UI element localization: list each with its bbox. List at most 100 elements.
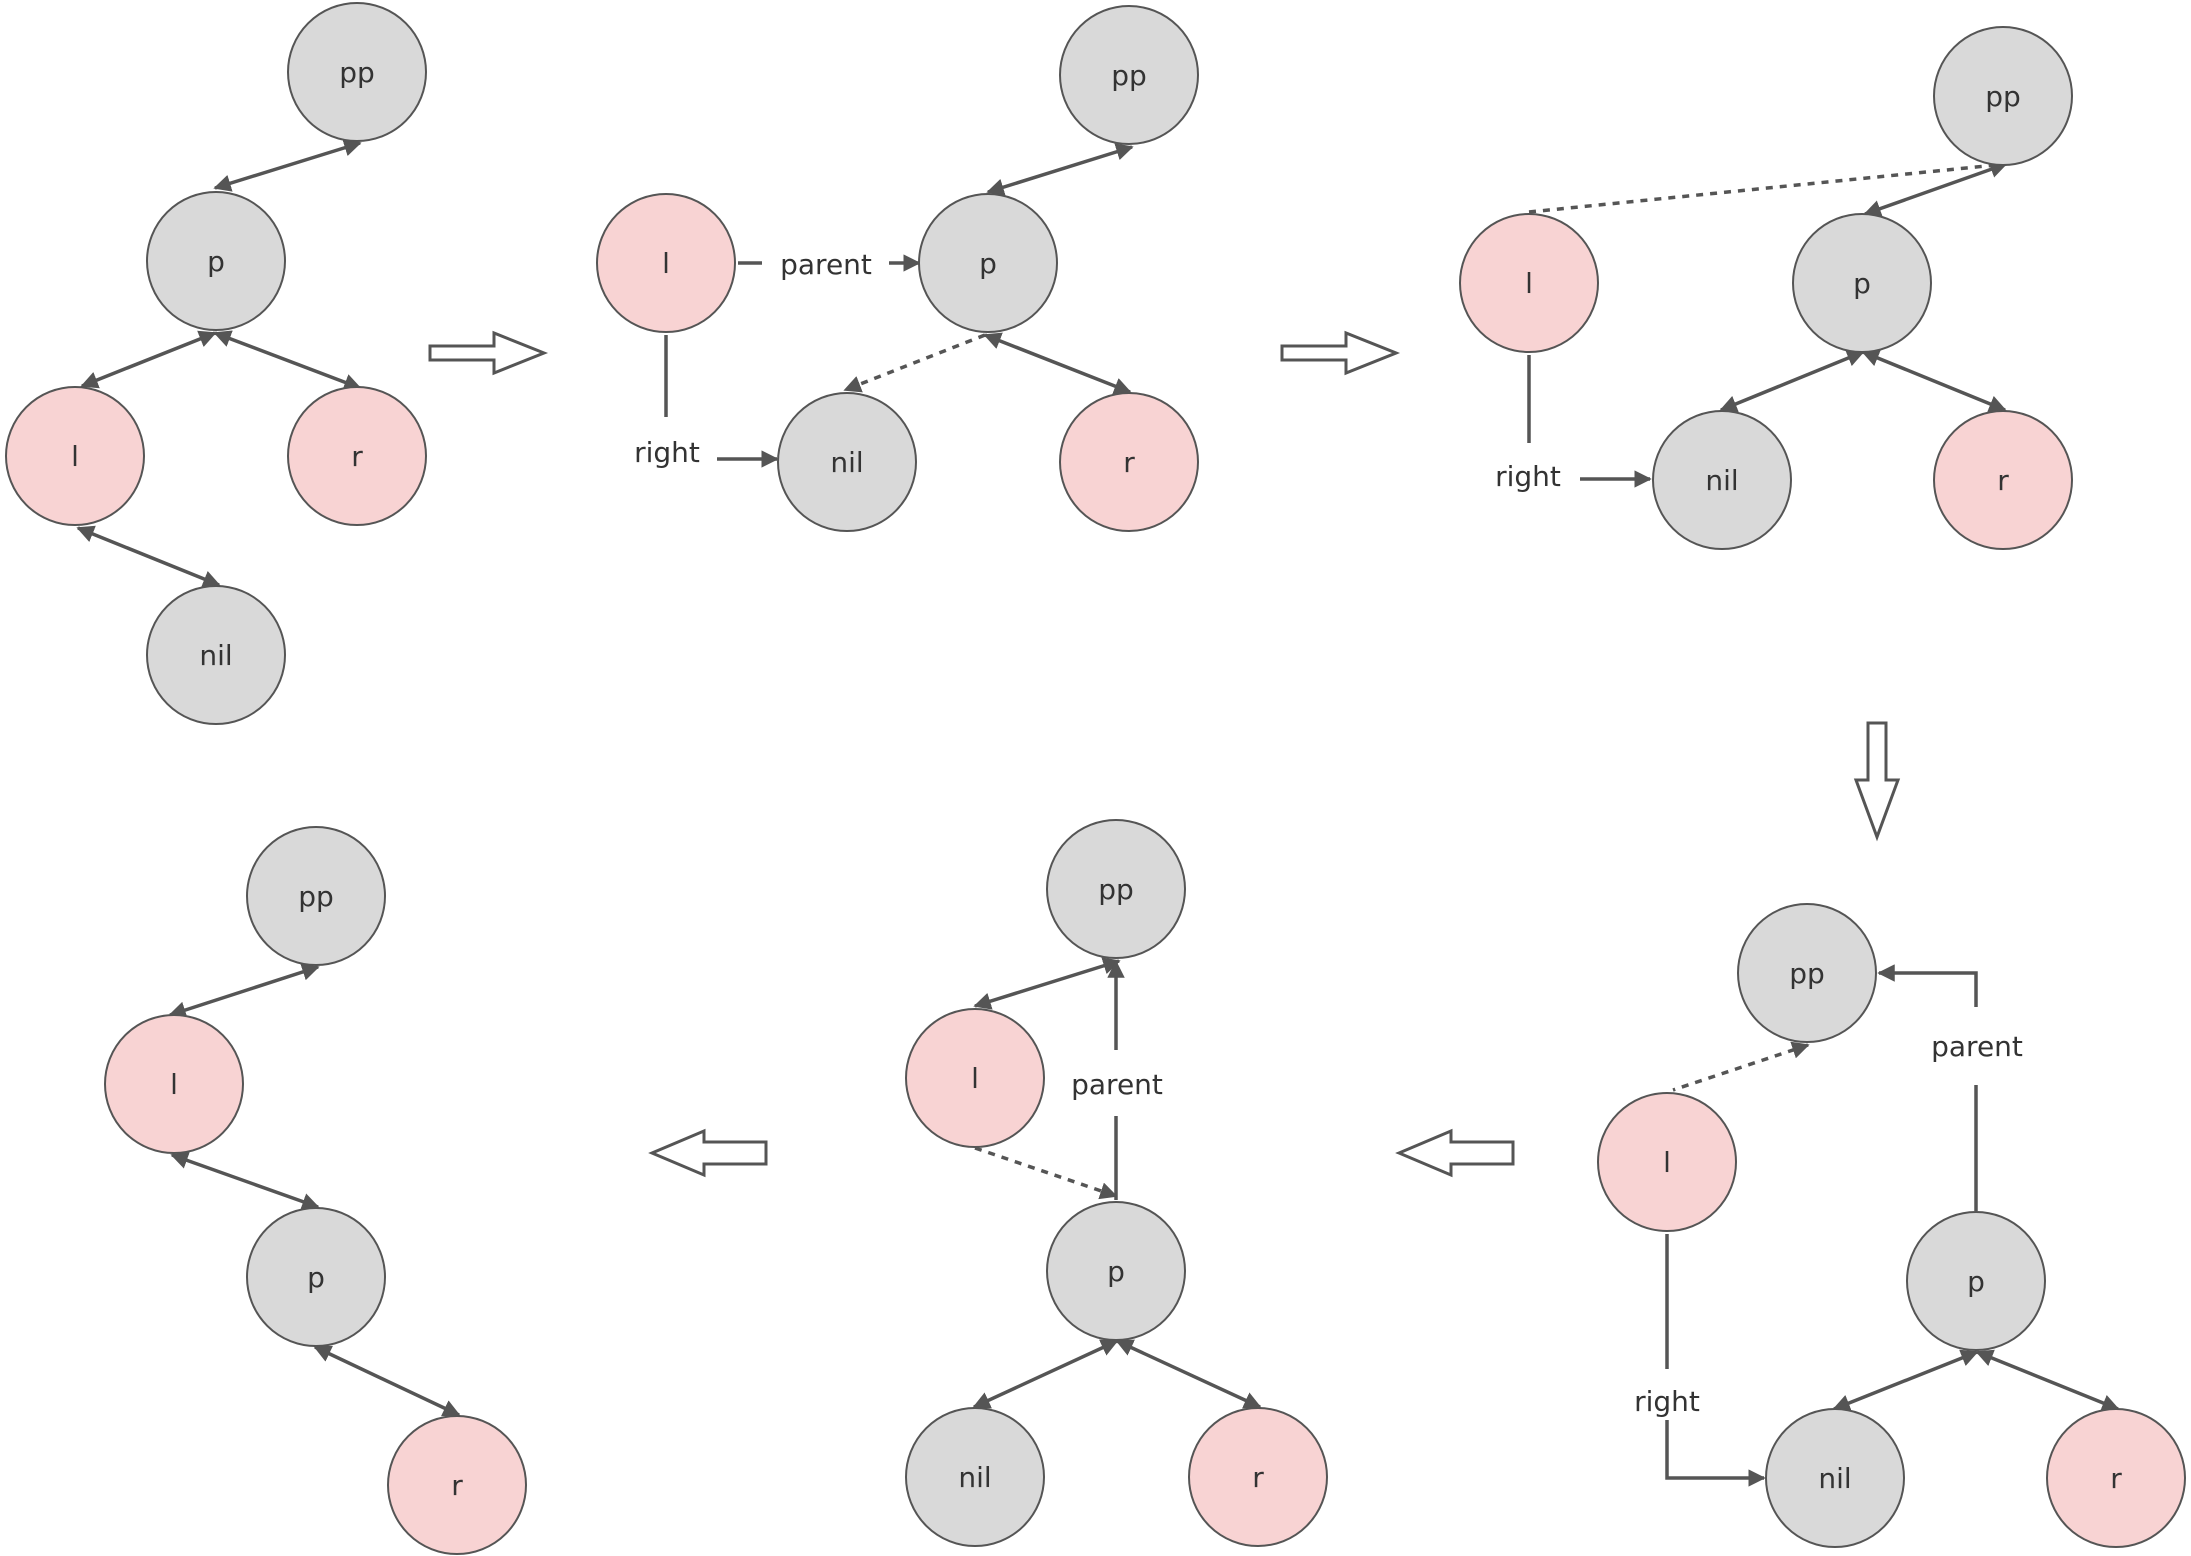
node-circle xyxy=(1906,1211,2046,1351)
node-p-step-3: p xyxy=(1792,213,1932,353)
node-l-step-3: l xyxy=(1459,213,1599,353)
node-label: l xyxy=(1525,267,1533,300)
step-arrow-5-6 xyxy=(648,1128,768,1178)
node-l-step-6: l xyxy=(104,1014,244,1154)
edge-label-right: right xyxy=(1634,1385,1700,1418)
node-circle xyxy=(777,392,917,532)
node-r-step-2: r xyxy=(1059,392,1199,532)
node-r-step-4: r xyxy=(2046,1408,2186,1548)
node-label: pp xyxy=(1098,873,1134,906)
node-label: r xyxy=(1997,464,2009,497)
node-label: l xyxy=(662,247,670,280)
node-label: pp xyxy=(1789,957,1825,990)
edge-p-l xyxy=(80,330,217,389)
node-circle xyxy=(1792,213,1932,353)
edge-p-nil-dashed xyxy=(843,333,986,393)
node-p-step-6: p xyxy=(246,1207,386,1347)
node-label: pp xyxy=(298,880,334,913)
node-circle xyxy=(918,193,1058,333)
node-circle xyxy=(1737,903,1877,1043)
node-r-step-5: r xyxy=(1188,1407,1328,1547)
node-pp-step-1: pp xyxy=(287,2,427,142)
node-label: pp xyxy=(1111,59,1147,92)
node-label: p xyxy=(1107,1255,1125,1288)
node-l-step-5: l xyxy=(905,1008,1045,1148)
edge-p-r xyxy=(1975,1349,2120,1412)
node-label: nil xyxy=(1705,464,1738,497)
node-circle xyxy=(2046,1408,2186,1548)
edge-l-p xyxy=(170,1152,320,1210)
edge-parent-pp xyxy=(1877,964,1978,1007)
edge-pp-p xyxy=(986,143,1134,196)
node-label: pp xyxy=(339,56,375,89)
node-circle xyxy=(146,191,286,331)
node-label: pp xyxy=(1985,80,2021,113)
node-circle xyxy=(1765,1408,1905,1548)
node-circle xyxy=(146,585,286,725)
edge-p-r xyxy=(1115,1339,1262,1409)
node-pp-step-5: pp xyxy=(1046,819,1186,959)
node-label: l xyxy=(971,1062,979,1095)
node-label: l xyxy=(71,440,79,473)
node-label: nil xyxy=(958,1461,991,1494)
edge-label-parent: parent xyxy=(1931,1030,2023,1063)
node-label: l xyxy=(170,1068,178,1101)
edge-pp-p xyxy=(1863,161,2008,217)
node-p-step-1: p xyxy=(146,191,286,331)
node-r-step-3: r xyxy=(1933,410,2073,550)
node-label: p xyxy=(979,247,997,280)
node-label: l xyxy=(1663,1146,1671,1179)
node-label: p xyxy=(1853,267,1871,300)
node-p-step-2: p xyxy=(918,193,1058,333)
edge-p-r xyxy=(313,1345,461,1417)
node-l-step-4: l xyxy=(1597,1092,1737,1232)
node-circle xyxy=(1459,213,1599,353)
edge-label-right: right xyxy=(634,436,700,469)
edge-pp-l xyxy=(973,957,1121,1010)
node-label: p xyxy=(207,245,225,278)
node-pp-step-3: pp xyxy=(1933,26,2073,166)
node-circle xyxy=(287,386,427,526)
edge-p-nil xyxy=(1832,1349,1979,1412)
node-r-step-1: r xyxy=(287,386,427,526)
edge-p-nil xyxy=(972,1339,1119,1409)
node-pp-step-4: pp xyxy=(1737,903,1877,1043)
node-circle xyxy=(905,1407,1045,1547)
edge-l-p-dashed xyxy=(974,1146,1118,1200)
node-label: p xyxy=(1967,1265,1985,1298)
node-circle xyxy=(287,2,427,142)
node-circle xyxy=(1597,1092,1737,1232)
node-r-step-6: r xyxy=(387,1415,527,1555)
node-nil-step-3: nil xyxy=(1652,410,1792,550)
node-label: nil xyxy=(1818,1462,1851,1495)
edge-l-pp-dashed xyxy=(1528,162,2007,214)
node-label: r xyxy=(351,440,363,473)
edges-layer xyxy=(76,139,2120,1487)
node-label: nil xyxy=(199,639,232,672)
node-p-step-4: p xyxy=(1906,1211,2046,1351)
edge-p-r xyxy=(1861,349,2007,413)
node-circle xyxy=(387,1415,527,1555)
edge-pp-p xyxy=(213,139,362,192)
node-circle xyxy=(1933,410,2073,550)
step-arrow-2-3 xyxy=(1280,330,1401,376)
edge-p-nil xyxy=(1719,349,1865,413)
node-nil-step-1: nil xyxy=(146,585,286,725)
edge-right-nil xyxy=(1665,1420,1766,1487)
node-l-step-1: l xyxy=(5,386,145,526)
edge-label-right: right xyxy=(1495,460,1561,493)
node-circle xyxy=(1933,26,2073,166)
node-pp-step-6: pp xyxy=(246,826,386,966)
node-circle xyxy=(1046,1201,1186,1341)
node-nil-step-5: nil xyxy=(905,1407,1045,1547)
node-circle xyxy=(246,1207,386,1347)
node-p-step-5: p xyxy=(1046,1201,1186,1341)
node-nil-step-2: nil xyxy=(777,392,917,532)
node-label: nil xyxy=(830,446,863,479)
node-circle xyxy=(1188,1407,1328,1547)
node-circle xyxy=(596,193,736,333)
node-nil-step-4: nil xyxy=(1765,1408,1905,1548)
